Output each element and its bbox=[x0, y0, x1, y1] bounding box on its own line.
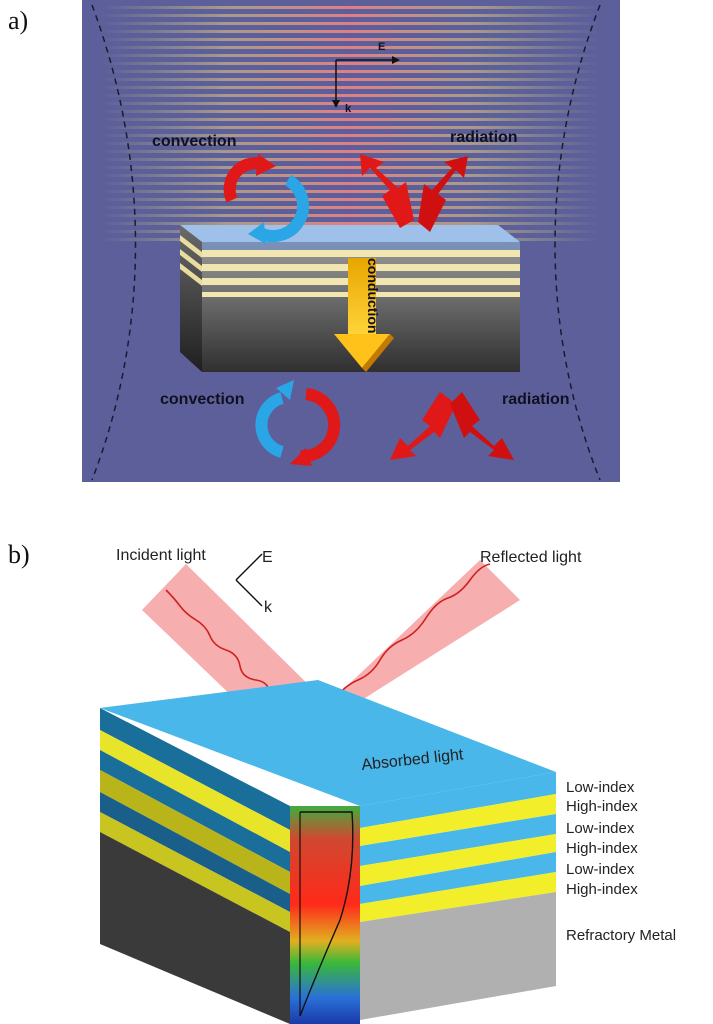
radiation-icon-bottom bbox=[390, 392, 514, 460]
convection-icon-bottom bbox=[255, 380, 341, 466]
conduction-arrow bbox=[334, 258, 394, 372]
layer-label-4: High-index bbox=[566, 840, 638, 857]
layer-label-5: Low-index bbox=[566, 861, 635, 878]
panel-b-diagram: E k Incident light R bbox=[100, 547, 676, 1024]
incident-light-label: Incident light bbox=[116, 547, 206, 564]
field-axes-b bbox=[235, 553, 263, 607]
convection-label-bottom: convection bbox=[160, 391, 244, 408]
substrate-label: Refractory Metal bbox=[566, 927, 676, 944]
field-profile-curve bbox=[299, 811, 354, 1017]
top-face bbox=[100, 680, 556, 806]
radiation-label-bottom: radiation bbox=[502, 391, 570, 408]
convection-icon-top bbox=[223, 154, 310, 244]
convection-label-top: convection bbox=[152, 133, 236, 150]
layer-label-6: High-index bbox=[566, 881, 638, 898]
radiation-label-top: radiation bbox=[450, 129, 518, 146]
layer-label-3: Low-index bbox=[566, 820, 635, 837]
layer-label-1: Low-index bbox=[566, 779, 635, 796]
beam-waist-right bbox=[554, 4, 601, 481]
panel-a-diagram: E k conduction bbox=[82, 0, 620, 482]
front-face-layers bbox=[360, 772, 556, 1020]
panel-a-label: a) bbox=[8, 6, 29, 35]
left-face-layers bbox=[100, 708, 290, 1024]
beam-waist-left bbox=[91, 4, 137, 481]
conduction-label: conduction bbox=[365, 258, 381, 333]
k-vector-label-a: k bbox=[345, 103, 352, 115]
panel-b-label: b) bbox=[8, 540, 30, 569]
reflected-light-label: Reflected light bbox=[480, 549, 582, 566]
layer-label-2: High-index bbox=[566, 798, 638, 815]
beam-fringes bbox=[100, 6, 600, 241]
field-axes-a bbox=[332, 56, 400, 108]
e-vector-label-b: E bbox=[262, 549, 273, 566]
field-intensity-window bbox=[290, 806, 360, 1024]
radiation-icon-top bbox=[360, 154, 468, 232]
k-vector-label-b: k bbox=[264, 599, 273, 616]
e-vector-label-a: E bbox=[378, 41, 385, 53]
